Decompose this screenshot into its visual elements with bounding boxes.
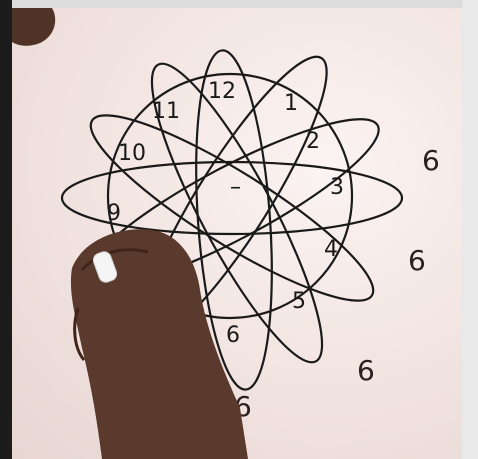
label-6-inner: 6 bbox=[226, 323, 240, 348]
finger-top-left bbox=[12, 8, 55, 46]
label-5: 5 bbox=[292, 289, 306, 314]
label-3: 3 bbox=[330, 175, 344, 200]
hand-with-marker bbox=[71, 229, 248, 459]
label-2: 2 bbox=[306, 129, 320, 154]
whiteboard: 12 1 11 2 10 3 – 9 4 5 6 6 6 6 6 bbox=[12, 8, 462, 459]
label-center: – bbox=[230, 175, 241, 200]
label-12: 12 bbox=[208, 79, 236, 104]
outer-six-lower: 6 bbox=[357, 354, 375, 387]
label-9: 9 bbox=[107, 201, 121, 226]
ellipse-diagram: 12 1 11 2 10 3 – 9 4 5 6 6 6 6 6 bbox=[12, 8, 462, 459]
label-4: 4 bbox=[324, 237, 338, 262]
label-11: 11 bbox=[152, 99, 180, 124]
outer-six-middle: 6 bbox=[408, 244, 426, 277]
label-10: 10 bbox=[118, 141, 146, 166]
label-1: 1 bbox=[284, 91, 298, 116]
outer-six-top: 6 bbox=[422, 144, 440, 177]
